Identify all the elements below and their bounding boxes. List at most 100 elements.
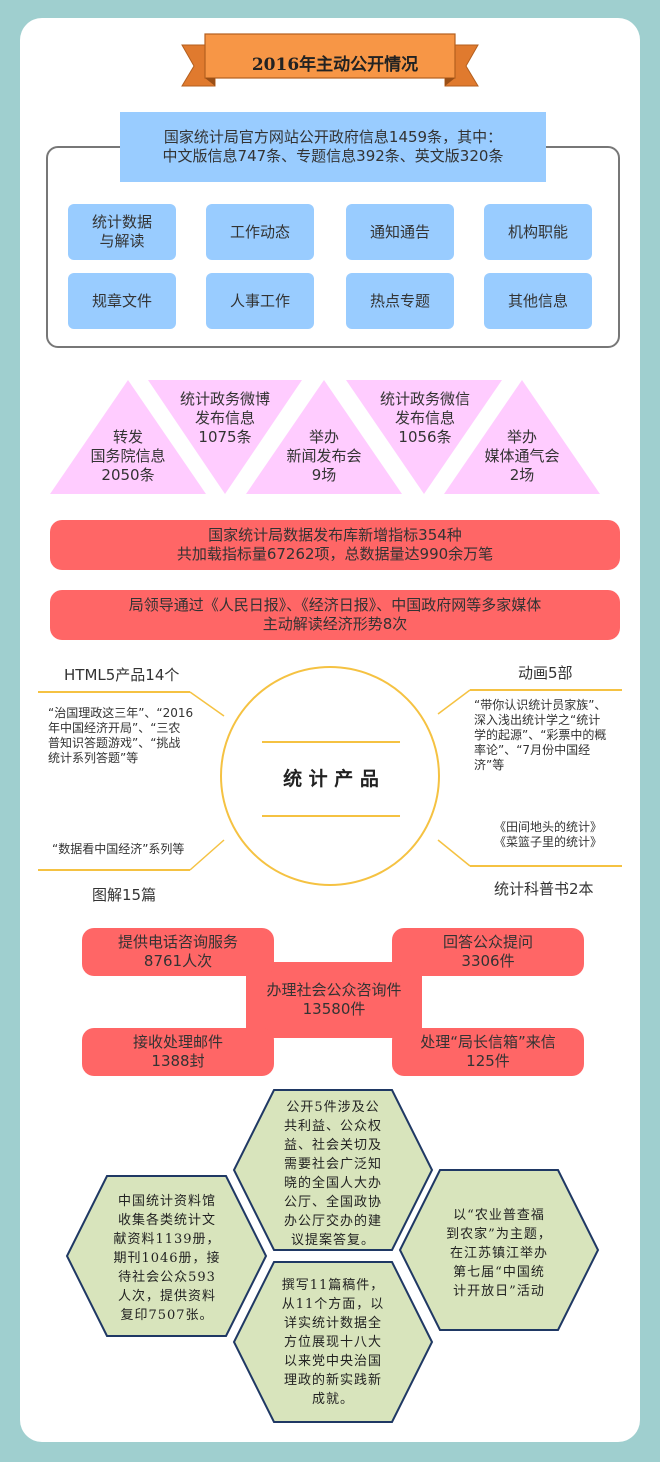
- hex-bottom-line: 撰写11篇稿件，: [281, 1278, 385, 1293]
- tri-weibo-l1: 统计政务微博: [179, 390, 270, 408]
- graphic-desc: “数据看中国经济”系列等: [52, 842, 212, 857]
- hex-left-line: 复印7507张。: [120, 1308, 214, 1323]
- tri-wechat-l2: 发布信息: [394, 409, 455, 427]
- hex-left-text: 中国统计资料馆 收集各类统计文 献资料1139册， 期刊1046册，接 待社会公…: [102, 1192, 232, 1325]
- tri-wechat-l3: 1056条: [398, 428, 452, 446]
- tri-media-l3: 2场: [509, 466, 535, 484]
- triangle-row: [50, 380, 600, 494]
- website-summary-line2: 中文版信息747条、专题信息392条、英文版320条: [162, 147, 504, 165]
- tri-media-l2: 媒体通气会: [484, 447, 560, 465]
- data-release-l1: 国家统计局数据发布库新增指标354种: [208, 526, 462, 544]
- product-diagram: [38, 666, 622, 886]
- tri-wechat: 统计政务微信 发布信息 1056条: [360, 390, 490, 447]
- hex-bottom-line: 成就。: [311, 1392, 354, 1407]
- service-letters-l1: 处理“局长信箱”来信: [420, 1033, 556, 1051]
- media-interpretation-l2: 主动解读经济形势8次: [262, 615, 408, 633]
- service-letters: 处理“局长信箱”来信 125件: [392, 1028, 584, 1076]
- hex-right-line: 以“农业普查福: [453, 1208, 545, 1223]
- hex-bottom: [232, 1261, 434, 1423]
- hex-right-line: 计开放日”活动: [453, 1284, 545, 1299]
- category-notice: 通知通告: [346, 204, 454, 260]
- data-release-bar: 国家统计局数据发布库新增指标354种 共加载指标量67262项，总数据量达990…: [50, 520, 620, 570]
- hex-top-line: 公厅、全国政协: [283, 1195, 382, 1210]
- service-phone-l1: 提供电话咨询服务: [117, 933, 238, 951]
- hex-right-line: 在江苏镇江举办: [449, 1246, 548, 1261]
- hex-bottom-text: 撰写11篇稿件， 从11个方面，以 详实统计数据全 方位展现十八大 以来党中央治…: [266, 1276, 400, 1409]
- hex-left: [65, 1175, 268, 1337]
- html5-desc-line: 统计系列答题”等: [48, 751, 139, 765]
- tri-state-council: 转发 国务院信息 2050条: [68, 428, 188, 485]
- category-rules: 规章文件: [68, 273, 176, 329]
- tri-media-l1: 举办: [506, 428, 537, 446]
- banner-title: 2016年主动公开情况: [251, 54, 419, 75]
- html5-desc-line: 年中国经济开局”、“三农: [48, 721, 181, 735]
- book-desc-line: 《菜篮子里的统计》: [494, 835, 603, 849]
- graphic-desc-line: “数据看中国经济”系列等: [52, 842, 185, 856]
- service-letters-l2: 125件: [466, 1052, 510, 1070]
- ribbon-banner: [181, 33, 479, 87]
- category-personnel: 人事工作: [206, 273, 314, 329]
- hex-top-line: 公开5件涉及公: [286, 1100, 380, 1115]
- tri-wechat-l1: 统计政务微信: [379, 390, 470, 408]
- tri-weibo-l3: 1075条: [198, 428, 252, 446]
- graphic-label: 图解15篇: [92, 886, 157, 904]
- service-phone: 提供电话咨询服务 8761人次: [82, 928, 274, 976]
- anim-desc-line: 学的起源”、“彩票中的概: [474, 728, 607, 742]
- html5-desc-line: 普知识答题游戏”、“挑战: [48, 736, 181, 750]
- category-hot: 热点专题: [346, 273, 454, 329]
- hex-right-text: 以“农业普查福 到农家”为主题， 在江苏镇江举办 第七届“中国统 计开放日”活动: [432, 1206, 566, 1301]
- tri-media: 举办 媒体通气会 2场: [462, 428, 582, 485]
- hex-right-line: 第七届“中国统: [453, 1265, 545, 1280]
- data-release-l2: 共加载指标量67262项，总数据量达990余万笔: [176, 545, 494, 563]
- html5-desc: “治国理政这三年”、“2016 年中国经济开局”、“三农 普知识答题游戏”、“挑…: [48, 706, 218, 766]
- hex-top-line: 需要社会广泛知: [283, 1157, 382, 1172]
- service-answer-l1: 回答公众提问: [442, 933, 533, 951]
- tri-state-council-l1: 转发: [112, 428, 143, 446]
- hex-top-line: 办公厅交办的建: [283, 1214, 382, 1229]
- website-summary: 国家统计局官方网站公开政府信息1459条，其中： 中文版信息747条、专题信息3…: [120, 112, 546, 182]
- tri-press-l1: 举办: [308, 428, 339, 446]
- hex-left-line: 收集各类统计文: [117, 1213, 216, 1228]
- hex-bottom-line: 方位展现十八大: [283, 1335, 382, 1350]
- hex-left-line: 献资料1139册，: [113, 1232, 221, 1247]
- hex-top-line: 晓的全国人大办: [283, 1176, 382, 1191]
- hex-right-line: 到农家”为主题，: [446, 1227, 552, 1242]
- hex-left-line: 人次，提供资料: [117, 1289, 216, 1304]
- hex-top: [232, 1089, 434, 1251]
- tri-press-l2: 新闻发布会: [286, 447, 362, 465]
- service-consult-l1: 办理社会公众咨询件: [266, 981, 402, 999]
- hex-left-line: 待社会公众593: [118, 1270, 216, 1285]
- tri-state-council-l2: 国务院信息: [90, 447, 166, 465]
- hex-top-line: 益、社会关切及: [283, 1138, 382, 1153]
- tri-press: 举办 新闻发布会 9场: [264, 428, 384, 485]
- hex-right: [398, 1169, 600, 1331]
- service-consult-center: 办理社会公众咨询件 13580件: [246, 962, 422, 1038]
- book-desc-line: 《田间地头的统计》: [494, 820, 603, 834]
- anim-label: 动画5部: [518, 664, 573, 682]
- anim-desc: “带你认识统计员家族”、 深入浅出统计学之“统计 学的起源”、“彩票中的概 率论…: [474, 698, 624, 773]
- service-answer-l2: 3306件: [461, 952, 515, 970]
- service-answer: 回答公众提问 3306件: [392, 928, 584, 976]
- hex-top-line: 议提案答复。: [290, 1233, 375, 1248]
- products-center-title: 统 计 产 品: [283, 767, 379, 790]
- hex-left-line: 中国统计资料馆: [117, 1194, 216, 1209]
- hex-group: [65, 1089, 600, 1423]
- category-stats: 统计数据 与解读: [68, 204, 176, 260]
- html5-desc-line: “治国理政这三年”、“2016: [48, 706, 194, 720]
- tri-weibo: 统计政务微博 发布信息 1075条: [160, 390, 290, 447]
- service-mail-l1: 接收处理邮件: [132, 1033, 223, 1051]
- hex-left-line: 期刊1046册，接: [113, 1251, 221, 1266]
- book-label: 统计科普书2本: [494, 880, 594, 898]
- category-org: 机构职能: [484, 204, 592, 260]
- tri-state-council-l3: 2050条: [101, 466, 155, 484]
- service-consult-l2: 13580件: [302, 1000, 366, 1018]
- html5-label: HTML5产品14个: [64, 666, 180, 684]
- book-desc: 《田间地头的统计》 《菜篮子里的统计》: [494, 820, 624, 850]
- hex-top-line: 共利益、公众权: [283, 1119, 382, 1134]
- anim-desc-line: 率论”、“7月份中国经: [474, 743, 591, 757]
- tri-press-l3: 9场: [311, 466, 337, 484]
- tri-weibo-l2: 发布信息: [194, 409, 255, 427]
- media-interpretation-l1: 局领导通过《人民日报》、《经济日报》、中国政府网等多家媒体: [128, 596, 542, 614]
- hex-top-text: 公开5件涉及公 共利益、公众权 益、社会关切及 需要社会广泛知 晓的全国人大办 …: [266, 1098, 400, 1250]
